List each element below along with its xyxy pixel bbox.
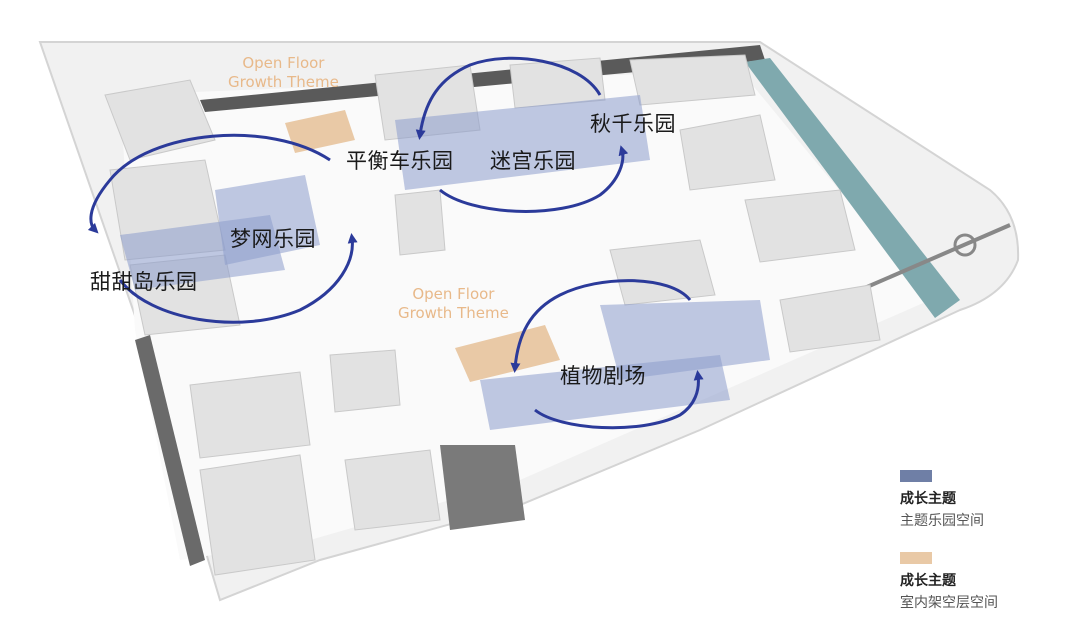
east-road (859, 223, 1011, 292)
road-west (135, 335, 205, 566)
river (745, 58, 960, 318)
entrance-road (440, 445, 525, 530)
growth-mid-line1: Open Floor (412, 285, 495, 303)
road-north (200, 45, 765, 112)
circulation-arrows (87, 56, 704, 430)
legend-item-theme-park: 成长主题 主题乐园空间 (900, 470, 1070, 530)
legend-title-theme: 成长主题 (900, 491, 956, 507)
label-plant-theater: 植物剧场 (560, 364, 646, 388)
label-maze-park: 迷宫乐园 (490, 149, 576, 173)
indoor-zone-mid (455, 325, 560, 382)
legend-title-indoor: 成长主题 (900, 573, 956, 589)
legend-subtitle-theme: 主题乐园空间 (900, 513, 984, 529)
legend-item-indoor: 成长主题 室内架空层空间 (900, 552, 1070, 612)
roundabout (953, 233, 977, 257)
label-balance-bike-park: 平衡车乐园 (346, 149, 454, 173)
legend-subtitle-indoor: 室内架空层空间 (900, 595, 998, 611)
indoor-zone-top (285, 110, 355, 153)
growth-top-line1: Open Floor (242, 54, 325, 72)
label-dream-net-park: 梦网乐园 (230, 227, 316, 251)
label-swing-park: 秋千乐园 (590, 112, 676, 136)
growth-theme-top: Open Floor Growth Theme (228, 54, 339, 92)
label-sweet-island-park: 甜甜岛乐园 (90, 270, 198, 294)
theme-zones (120, 95, 770, 430)
growth-mid-line2: Growth Theme (398, 304, 509, 322)
inner-plaza (120, 70, 930, 560)
legend-swatch-theme (900, 470, 932, 482)
legend-swatch-indoor (900, 552, 932, 564)
growth-top-line2: Growth Theme (228, 73, 339, 91)
growth-theme-mid: Open Floor Growth Theme (398, 285, 509, 323)
